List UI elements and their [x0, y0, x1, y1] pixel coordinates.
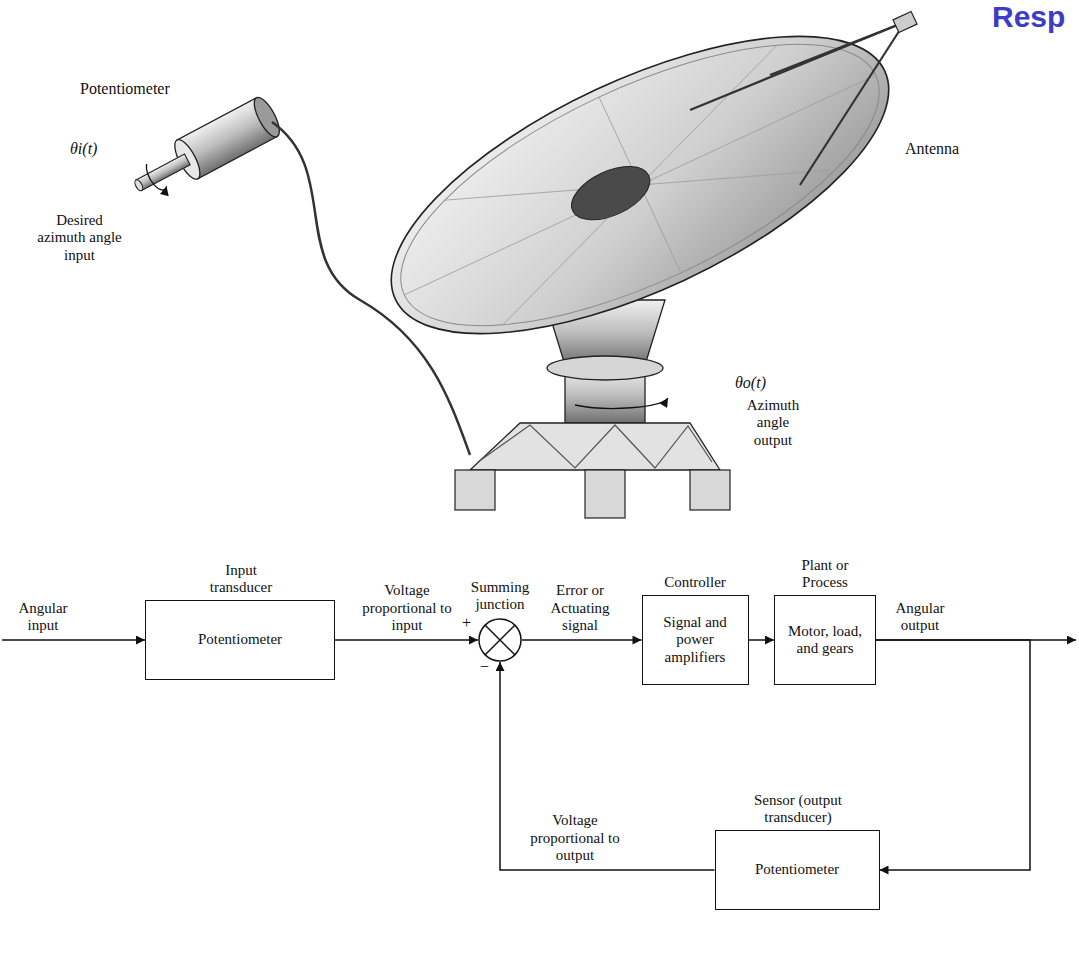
junction-circle [479, 619, 521, 661]
block-heading: Plant or Process [795, 557, 855, 592]
dish-ribs [363, 0, 916, 383]
sign-label: + [462, 614, 471, 632]
transducer-box: Input transducerPotentiometer [145, 600, 335, 680]
block-heading: Controller [643, 574, 748, 591]
block-label: Signal and power amplifiers [643, 614, 748, 666]
lattice-base [470, 423, 720, 470]
feed-horn [893, 11, 917, 32]
signal-label: Voltage proportional to input [360, 582, 455, 634]
signal-arrow [749, 639, 775, 641]
foot [585, 470, 625, 518]
junction-cross [485, 625, 515, 655]
block-heading: Sensor (output transducer) [733, 792, 863, 827]
block-label: Potentiometer [192, 631, 288, 648]
summing-junction: Summing junction [478, 618, 522, 662]
tripod-leg [770, 22, 905, 75]
part-name: Antenna [905, 140, 959, 158]
signal-name: Angular output [885, 600, 955, 635]
pot-shaft-end [133, 179, 144, 192]
junction-outline [478, 618, 522, 662]
rotation-arrow [575, 398, 668, 408]
block-label: Potentiometer [749, 861, 845, 878]
part-note: Azimuth angle output [738, 397, 808, 449]
antenna-dish [351, 0, 929, 394]
plant-box: Plant or ProcessMotor, load, and gears [774, 595, 876, 685]
signal-name: Angular input [8, 600, 78, 635]
sign-label: − [480, 658, 489, 676]
signal-arrow [522, 639, 642, 641]
signal-name: θi(t) [70, 140, 97, 158]
pot-back-cap [249, 94, 284, 140]
pot-shaft [136, 154, 190, 190]
part-note: Desired azimuth angle input [32, 212, 127, 264]
feed-tripod [690, 11, 917, 185]
controller-box: ControllerSignal and power amplifiers [642, 595, 749, 685]
lattice-struts [478, 425, 712, 468]
signal-label: Error or Actuating signal [544, 582, 616, 634]
signal-arrow [335, 639, 478, 641]
potentiometer-drawing [126, 94, 284, 206]
rotation-arrow [143, 161, 167, 193]
dish-hub [563, 155, 658, 230]
foot [455, 470, 495, 510]
block-label: Motor, load, and gears [775, 623, 875, 658]
part-name: Potentiometer [80, 80, 170, 98]
tripod-leg [690, 22, 905, 110]
tripod-leg [800, 22, 905, 185]
sensor-box: Sensor (output transducer)Potentiometer [715, 830, 880, 910]
input-arrow [2, 639, 145, 641]
signal-name: θo(t) [735, 374, 766, 392]
dish-rim [363, 0, 916, 383]
turntable [547, 356, 663, 380]
foot [690, 470, 730, 510]
signal-arrow [876, 640, 1030, 870]
signal-label: Voltage proportional to output [528, 812, 623, 864]
block-heading: Summing junction [455, 579, 545, 614]
block-heading: Input transducer [201, 562, 281, 597]
dish [351, 0, 929, 394]
slide-title: Resp [992, 0, 1065, 34]
signal-arrow [500, 662, 715, 870]
